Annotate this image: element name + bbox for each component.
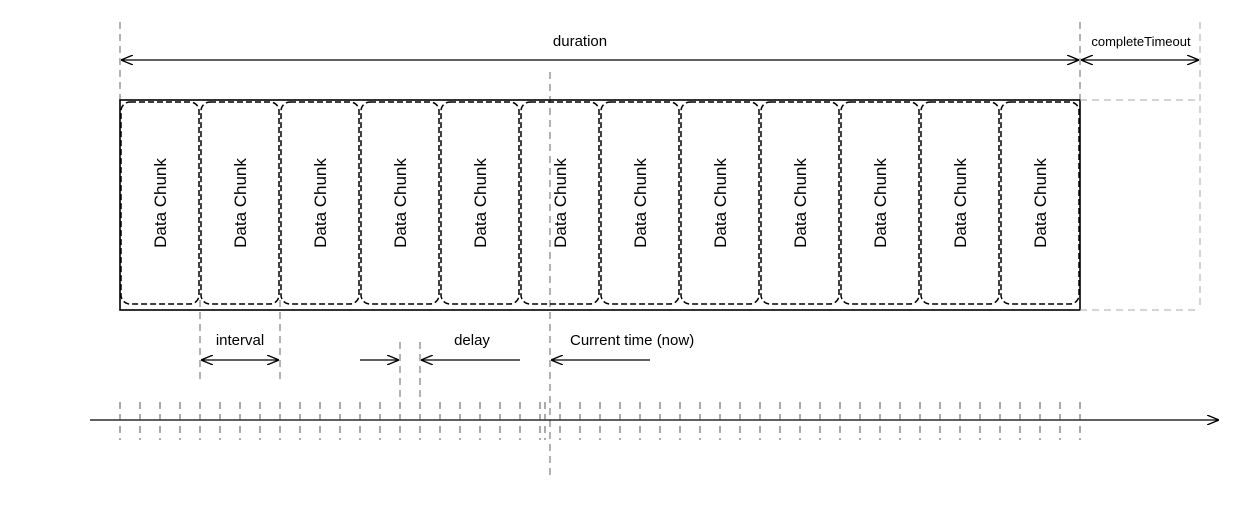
data-chunk-box	[520, 101, 600, 305]
data-chunk: Data Chunk	[920, 101, 1000, 305]
data-chunk-box	[360, 101, 440, 305]
data-chunk-label: Data Chunk	[1031, 158, 1050, 248]
data-chunk-label: Data Chunk	[871, 158, 890, 248]
data-chunk-box	[920, 101, 1000, 305]
data-chunk: Data Chunk	[600, 101, 680, 305]
duration-label: duration	[553, 33, 607, 50]
delay-dimension: delay	[360, 332, 520, 360]
data-chunk-label: Data Chunk	[311, 158, 330, 248]
delay-label: delay	[454, 332, 490, 349]
data-chunk-label: Data Chunk	[711, 158, 730, 248]
time-axis-ticks	[119, 402, 1081, 440]
data-chunk-label: Data Chunk	[151, 158, 170, 248]
data-chunk: Data Chunk	[200, 101, 280, 305]
data-chunk-box	[840, 101, 920, 305]
data-chunk-label: Data Chunk	[391, 158, 410, 248]
duration-dimension: duration	[121, 33, 1079, 60]
data-chunk-label: Data Chunk	[471, 158, 490, 248]
guide-lines	[119, 22, 1201, 480]
data-chunk: Data Chunk	[840, 101, 920, 305]
data-chunk-box	[440, 101, 520, 305]
data-chunk-box	[1000, 101, 1080, 305]
interval-label: interval	[216, 332, 264, 349]
data-chunk: Data Chunk	[120, 101, 200, 305]
current-time-marker: Current time (now)	[551, 332, 694, 360]
data-chunk-label: Data Chunk	[551, 158, 570, 248]
data-chunk-box	[680, 101, 760, 305]
data-chunk-label: Data Chunk	[631, 158, 650, 248]
time-axis	[90, 402, 1219, 440]
current-time-label: Current time (now)	[570, 332, 694, 349]
interval-dimension: interval	[201, 332, 279, 360]
data-chunk-box	[280, 101, 360, 305]
data-chunk: Data Chunk	[520, 101, 600, 305]
data-chunk: Data Chunk	[1000, 101, 1080, 305]
data-chunk: Data Chunk	[440, 101, 520, 305]
data-chunk-label: Data Chunk	[951, 158, 970, 248]
data-chunk: Data Chunk	[280, 101, 360, 305]
data-chunk: Data Chunk	[760, 101, 840, 305]
data-chunk-box	[120, 101, 200, 305]
data-chunk-box	[760, 101, 840, 305]
data-chunk: Data Chunk	[360, 101, 440, 305]
data-chunk-box	[200, 101, 280, 305]
data-chunk-label: Data Chunk	[791, 158, 810, 248]
complete-timeout-dimension: completeTimeout	[1081, 34, 1199, 60]
timeout-region	[1080, 99, 1200, 311]
data-chunks: Data Chunk Data Chunk Data Chunk Data Chunk…	[120, 101, 1080, 305]
data-chunk-label: Data Chunk	[231, 158, 250, 248]
data-chunk: Data Chunk	[680, 101, 760, 305]
stream-box	[119, 99, 1081, 311]
data-chunk-box	[600, 101, 680, 305]
complete-timeout-label: completeTimeout	[1091, 34, 1191, 49]
